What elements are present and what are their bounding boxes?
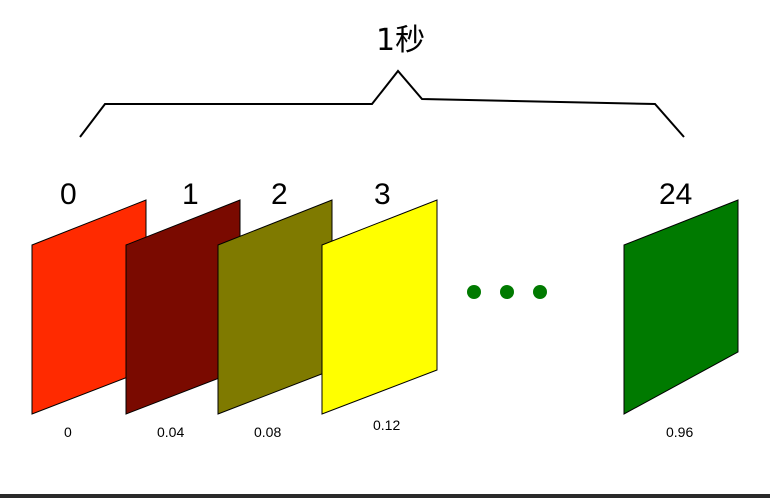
duration-label: 1秒 [376,23,426,58]
frame-index-1: 1 [182,178,199,211]
ellipsis-dot-2 [500,285,514,299]
frame-time-2: 0.08 [254,424,282,440]
brace-bracket [79,69,685,138]
frame-time-24: 0.96 [666,424,694,440]
ellipsis-dot-3 [533,285,547,299]
frame-24-panel [623,199,739,415]
frame-time-0: 0 [64,424,72,440]
frame-index-2: 2 [271,178,288,211]
frame-time-3: 0.12 [373,417,401,433]
ellipsis-dot-1 [467,285,481,299]
frame-3-panel [321,199,438,415]
frame-index-3: 3 [374,178,391,211]
frame-time-1: 0.04 [157,424,185,440]
frame-index-24: 24 [659,178,693,211]
bottom-divider [0,494,770,498]
frame-index-0: 0 [60,178,77,211]
